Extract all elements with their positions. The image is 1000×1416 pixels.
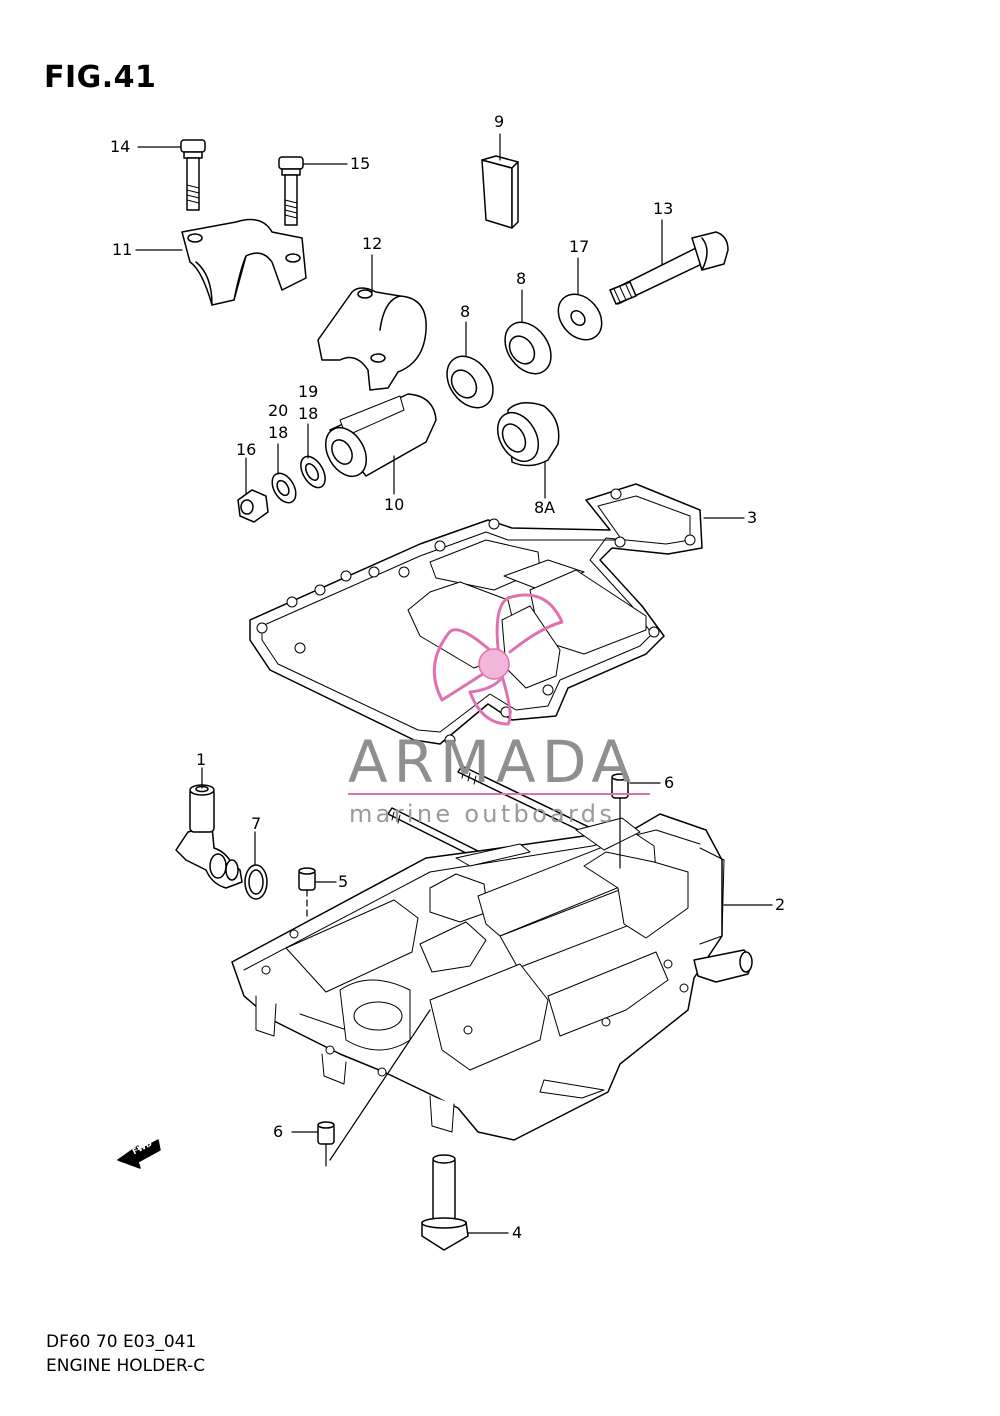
bushing-8A-part[interactable] (489, 402, 560, 469)
callout-8-upper: 8 (516, 269, 527, 288)
gasket-3-part[interactable] (249, 483, 703, 746)
plate-9-part[interactable] (481, 155, 519, 229)
callout-5: 5 (338, 872, 349, 891)
o-ring-7-part[interactable] (244, 864, 268, 900)
callout-15: 15 (350, 154, 371, 173)
nut-16-part[interactable] (237, 489, 269, 523)
callout-19: 19 (298, 382, 319, 401)
callout-12: 12 (362, 234, 383, 253)
callout-20: 20 (268, 401, 289, 420)
upper-mount-holder-11-part[interactable] (181, 218, 307, 306)
callout-3: 3 (747, 508, 758, 527)
watermark-brand: ARMADA (348, 728, 638, 796)
washer-18-20-part[interactable] (267, 469, 300, 507)
bolt-4-part[interactable] (421, 1154, 469, 1251)
callout-13: 13 (653, 199, 674, 218)
mount-rubber-10-part[interactable] (317, 393, 437, 484)
callout-6-lower: 6 (273, 1122, 284, 1141)
bolt-14-part[interactable] (180, 139, 206, 211)
bushing-8-upper-part[interactable] (496, 314, 561, 383)
callout-10: 10 (384, 495, 405, 514)
armada-propeller-logo (432, 593, 564, 726)
engine-holder-2-part[interactable] (231, 813, 753, 1141)
water-fitting-1-part[interactable] (175, 784, 243, 889)
callout-17: 17 (569, 237, 590, 256)
callout-18-lower: 18 (268, 423, 289, 442)
bushing-8-lower-part[interactable] (438, 348, 503, 417)
lower-mount-holder-12-part[interactable] (317, 287, 427, 391)
callout-2: 2 (775, 895, 786, 914)
callout-16: 16 (236, 440, 257, 459)
callout-11: 11 (112, 240, 133, 259)
callout-8-lower: 8 (460, 302, 471, 321)
callout-18-upper: 18 (298, 404, 319, 423)
model-code: DF60 70 E03_041 (46, 1332, 197, 1352)
callout-7: 7 (251, 814, 262, 833)
callout-14: 14 (110, 137, 131, 156)
dowel-pin-6-lower-part[interactable] (317, 1121, 335, 1145)
callout-4: 4 (512, 1223, 523, 1242)
callout-8A: 8A (534, 498, 556, 517)
fwd-direction-arrow (117, 1139, 161, 1169)
bolt-15-part[interactable] (278, 156, 304, 226)
through-bolt-13-part[interactable] (609, 231, 729, 305)
callout-1: 1 (196, 750, 207, 769)
part-group-name: ENGINE HOLDER-C (46, 1356, 206, 1376)
figure-title: FIG.41 (44, 60, 157, 95)
watermark-tagline: marine outboards (349, 800, 616, 828)
watermark-divider (348, 793, 650, 795)
dowel-pin-5-part[interactable] (298, 867, 316, 891)
washer-17-part[interactable] (549, 286, 610, 349)
washer-18-19-part[interactable] (296, 452, 330, 491)
leader-lines (135, 133, 773, 1234)
callout-9: 9 (494, 112, 505, 131)
callout-6-upper: 6 (664, 773, 675, 792)
